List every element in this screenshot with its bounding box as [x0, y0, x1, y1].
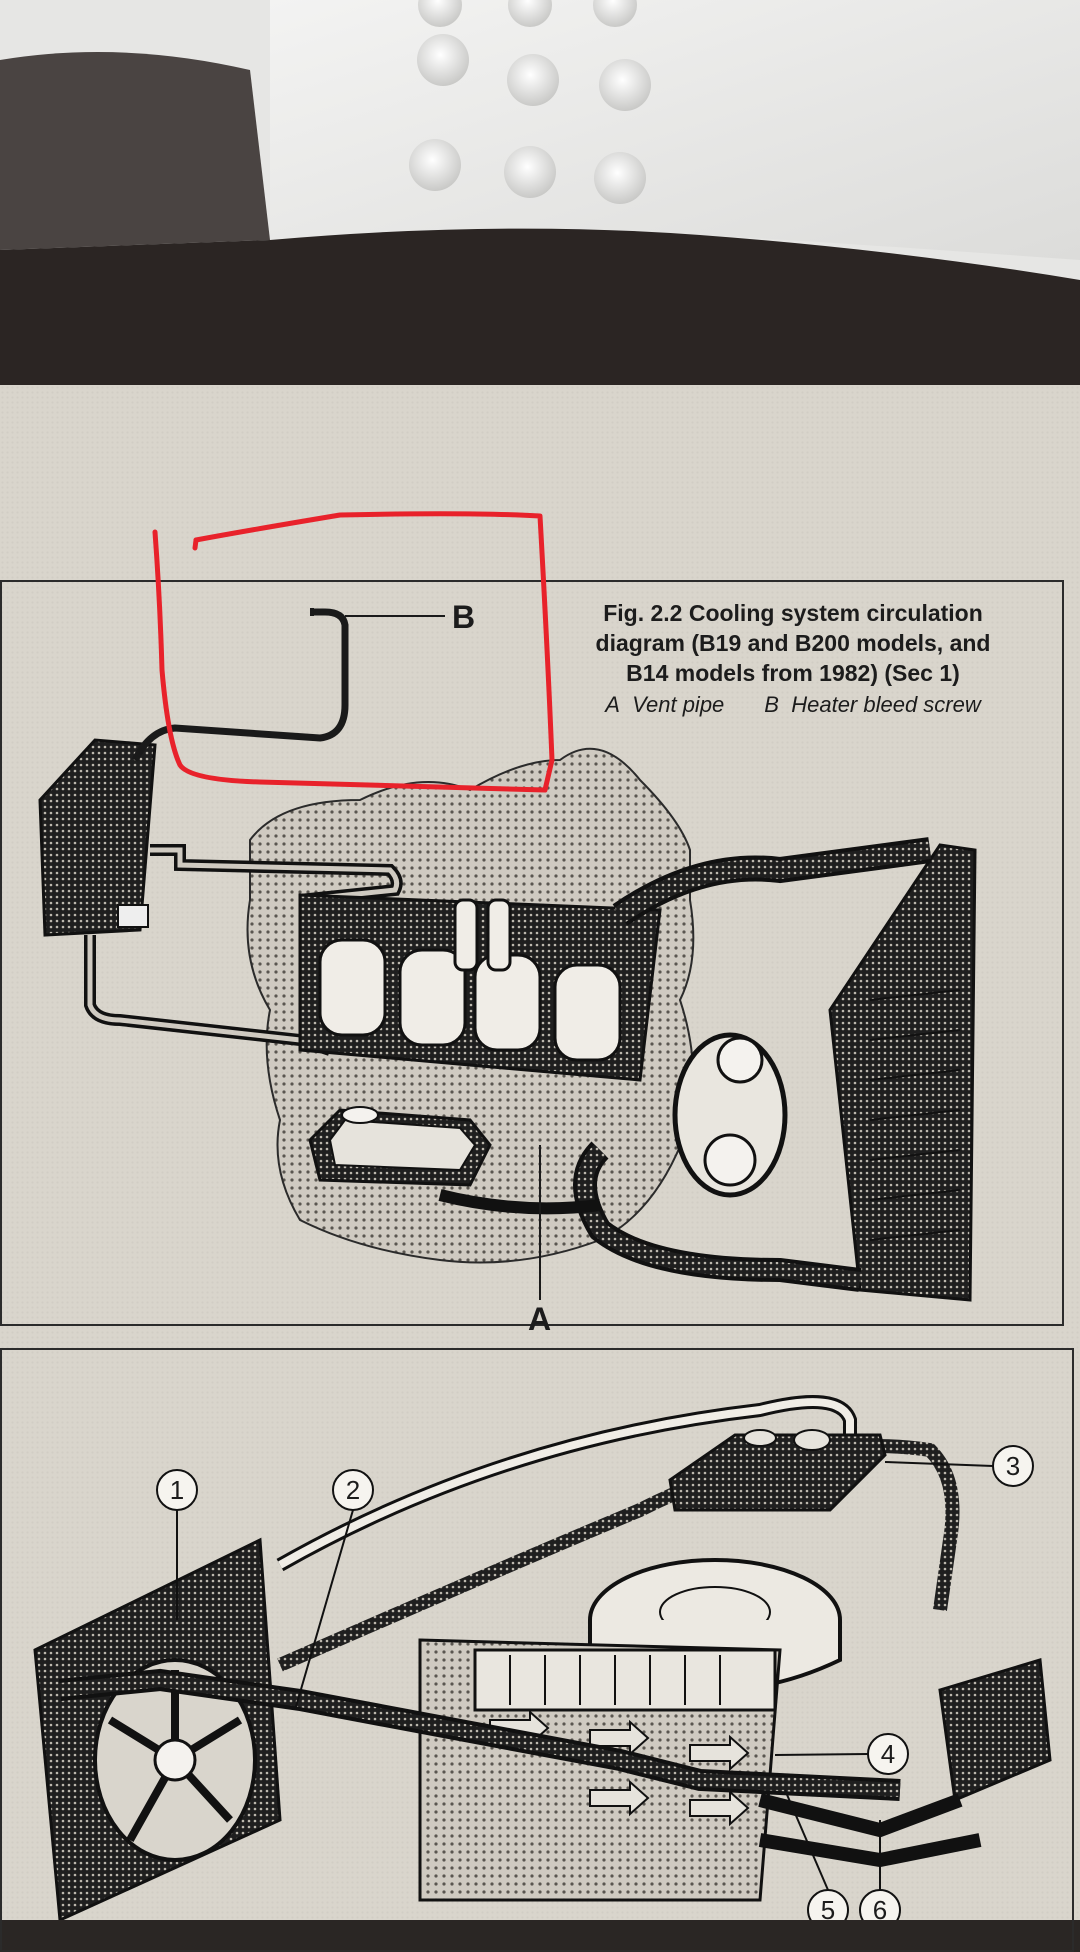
legend-item-b: B Heater bleed screw	[764, 692, 981, 717]
callout-4: 4	[881, 1739, 895, 1769]
callout-1: 1	[170, 1475, 184, 1505]
callout-3: 3	[1006, 1451, 1020, 1481]
caption-title-line: diagram (B19 and B200 models, and	[595, 630, 991, 656]
callout-2: 2	[346, 1475, 360, 1505]
radiator	[828, 843, 977, 1302]
callout-b: B	[452, 599, 475, 635]
dimple-pattern	[409, 0, 651, 204]
callout-a: A	[528, 1301, 551, 1337]
vent-pipe	[131, 608, 349, 762]
number-callouts	[156, 1445, 1034, 1920]
red-annotation-box	[152, 511, 555, 793]
callout-5: 5	[821, 1895, 835, 1920]
pistons	[318, 898, 622, 1062]
expansion-tank-bottom	[668, 1433, 887, 1512]
heater-core-bottom	[938, 1658, 1052, 1803]
caption-legend: A Vent pipe B Heater bleed screw	[548, 690, 1038, 720]
caption-title-line: Fig. 2.2 Cooling system circulation	[603, 600, 983, 626]
caption-title-line: B14 models from 1982) (Sec 1)	[626, 660, 960, 686]
figure-frame-top	[0, 580, 1064, 1326]
callout-6: 6	[873, 1895, 887, 1920]
legend-item-a: A Vent pipe	[605, 692, 725, 717]
heater-core	[38, 738, 157, 937]
background-surface	[0, 0, 1080, 390]
bleed-fitting	[117, 904, 149, 928]
figure-caption: Fig. 2.2 Cooling system circulation diag…	[548, 598, 1038, 720]
